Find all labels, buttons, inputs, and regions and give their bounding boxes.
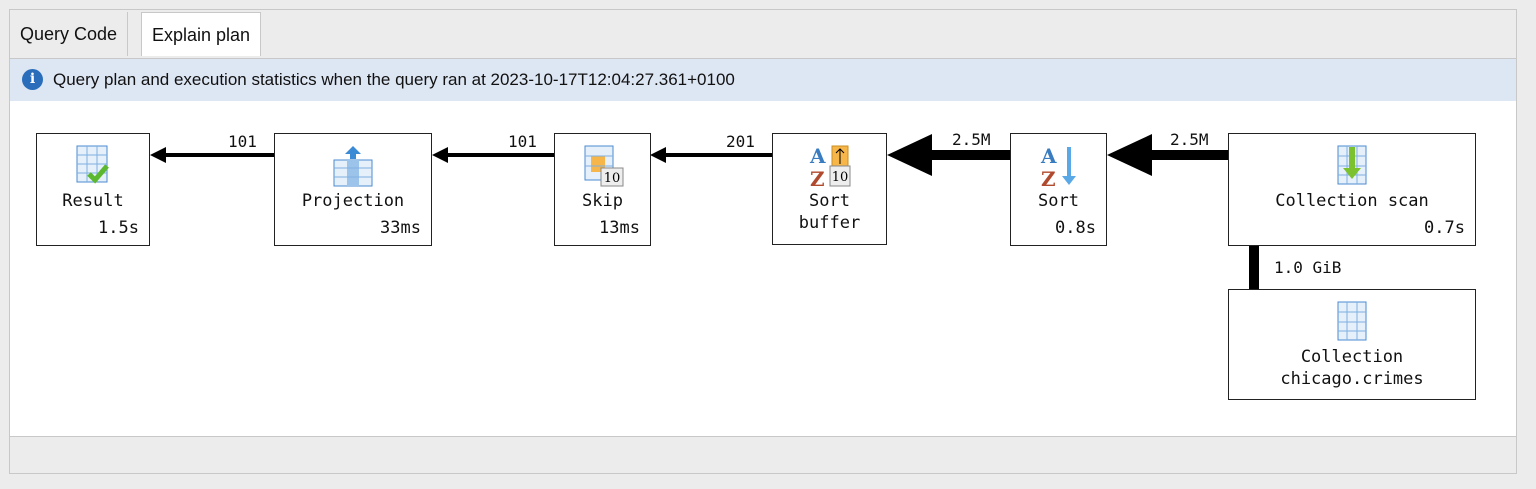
node-skip[interactable]: 10 Skip 13ms xyxy=(554,133,651,246)
info-text: Query plan and execution statistics when… xyxy=(53,70,735,89)
table-check-icon xyxy=(76,145,109,184)
svg-text:Z: Z xyxy=(810,167,825,188)
node-result[interactable]: Result 1.5s xyxy=(36,133,150,246)
node-collection-scan[interactable]: Collection scan 0.7s xyxy=(1228,133,1476,246)
table-projection-icon xyxy=(333,146,373,187)
edge-label: 201 xyxy=(726,132,755,151)
edge-label: 101 xyxy=(228,132,257,151)
node-projection[interactable]: Projection 33ms xyxy=(274,133,432,246)
arrowhead xyxy=(432,147,448,163)
edge-label: 2.5M xyxy=(952,130,991,149)
arrowhead xyxy=(650,147,666,163)
svg-text:A: A xyxy=(1040,144,1057,168)
arrowhead xyxy=(1107,134,1152,176)
sort-az-icon: AZ xyxy=(1040,144,1076,188)
table-scan-icon xyxy=(1337,145,1367,185)
plan-diagram: 101 101 201 2.5M 2.5M 1.0 GiB Result 1.5… xyxy=(10,101,1516,437)
arrowhead xyxy=(887,134,932,176)
svg-text:10: 10 xyxy=(603,171,620,186)
arrowhead xyxy=(150,147,166,163)
edge-label: 101 xyxy=(508,132,537,151)
svg-text:10: 10 xyxy=(831,170,848,185)
info-icon: i xyxy=(22,69,43,90)
tab-explain-plan[interactable]: Explain plan xyxy=(141,12,262,56)
table-icon xyxy=(1337,301,1367,341)
table-skip-icon: 10 xyxy=(584,145,623,187)
sort-buffer-icon: AZ 10 xyxy=(809,144,850,188)
explain-panel: Query Code Explain plan i Query plan and… xyxy=(9,9,1517,474)
svg-text:Z: Z xyxy=(1041,167,1056,188)
edge-label: 1.0 GiB xyxy=(1274,258,1342,277)
tab-query-code[interactable]: Query Code xyxy=(10,12,129,56)
info-bar: i Query plan and execution statistics wh… xyxy=(10,58,1516,102)
node-collection[interactable]: Collection chicago.crimes xyxy=(1228,289,1476,400)
edge-label: 2.5M xyxy=(1170,130,1209,149)
svg-text:A: A xyxy=(809,144,826,168)
